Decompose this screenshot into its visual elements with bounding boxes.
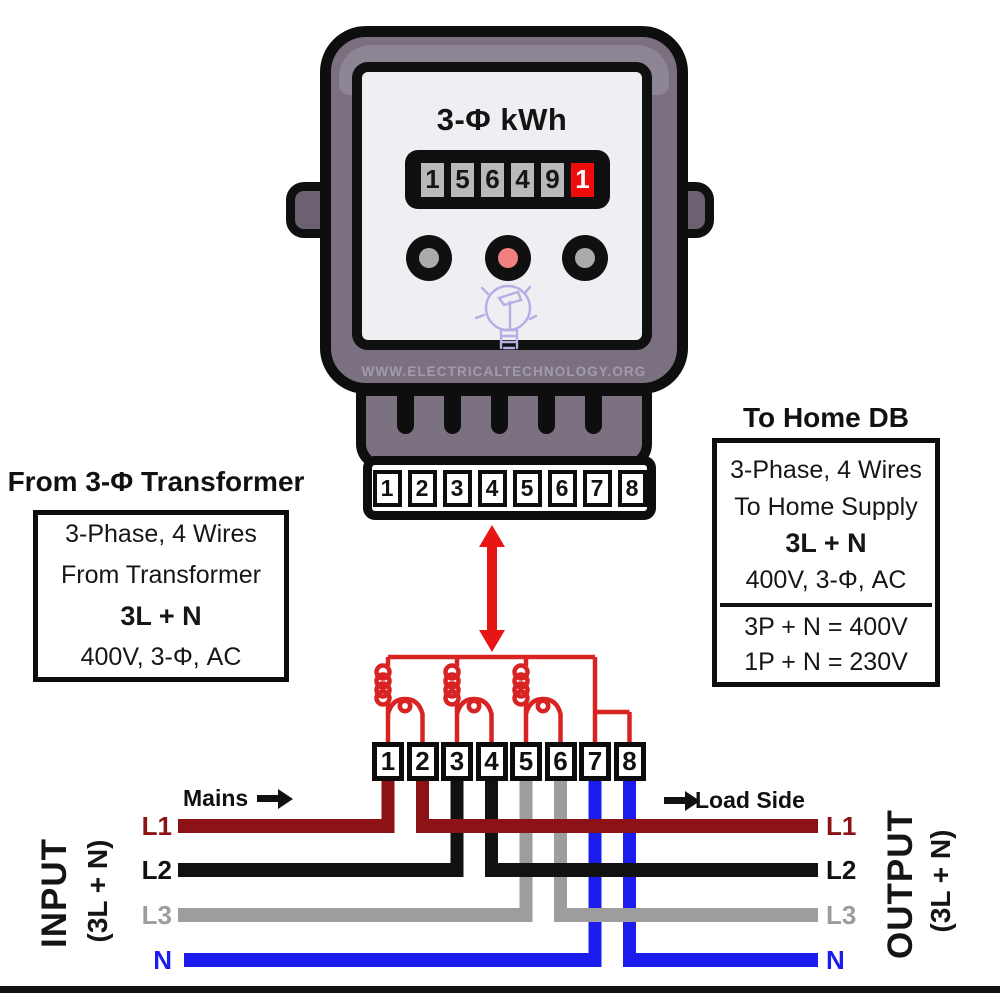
load-side-text: Load Side xyxy=(695,787,805,813)
right-arrow-icon xyxy=(664,790,700,811)
input-wire-label-l2: L2 xyxy=(141,855,172,885)
register-digit-tenths: 1 xyxy=(571,162,594,197)
meter-terminal: 5 xyxy=(512,469,542,507)
meter-title: 3-Φ kWh xyxy=(436,102,568,137)
source-info-box: 3-Phase, 4 Wires From Transformer 3L + N… xyxy=(33,510,289,682)
bottom-border-bar xyxy=(0,986,1000,993)
load-line: 3L + N xyxy=(785,528,867,558)
load-heading: To Home DB xyxy=(743,402,909,433)
meter-terminal-strip: 1 2 3 4 5 6 7 8 xyxy=(363,456,656,520)
load-line: To Home Supply xyxy=(734,492,918,521)
wiring-terminal-2: 2 xyxy=(406,742,439,781)
source-line: From Transformer xyxy=(60,561,262,589)
meter-seal-knob-left xyxy=(406,235,452,281)
mains-text: Mains xyxy=(183,785,249,811)
supply-load-wires xyxy=(178,765,818,967)
meter-terminal: 3 xyxy=(442,469,472,507)
register-digit: 5 xyxy=(451,162,474,197)
meter-face: 3-Φ kWh 1 5 6 4 9 1 xyxy=(352,62,652,350)
right-arrow-icon xyxy=(257,788,294,809)
output-subtitle: (3L + N) xyxy=(925,829,956,933)
meter-terminal: 4 xyxy=(477,469,507,507)
output-wire-label-n: N xyxy=(826,945,845,975)
meter-coil-circuit xyxy=(374,654,632,748)
input-wire-label-n: N xyxy=(153,945,172,975)
input-wire-label-l3: L3 xyxy=(141,900,172,930)
lightbulb-watermark-icon xyxy=(474,284,538,350)
source-line: 3-Phase, 4 Wires xyxy=(65,520,257,548)
load-line: 400V, 3-Φ, AC xyxy=(745,565,907,594)
cover-slot xyxy=(397,392,414,434)
source-heading: From 3-Φ Transformer xyxy=(7,466,305,497)
output-wire-label-l3: L3 xyxy=(826,900,857,930)
register-digit: 1 xyxy=(421,162,444,197)
meter-terminal: 1 xyxy=(372,469,402,507)
cover-slot xyxy=(538,392,555,434)
wiring-terminal-3: 3 xyxy=(441,742,473,781)
source-line: 400V, 3-Φ, AC xyxy=(80,643,242,671)
output-title: OUTPUT xyxy=(881,809,920,959)
meter-body: 3-Φ kWh 1 5 6 4 9 1 xyxy=(320,26,688,394)
wiring-terminal-4: 4 xyxy=(475,742,508,781)
cover-slot xyxy=(585,392,602,434)
register-digit: 9 xyxy=(541,162,564,197)
website-watermark: WWW.ELECTRICALTECHNOLOGY.ORG xyxy=(361,364,647,379)
input-wire-label-l1: L1 xyxy=(141,811,172,841)
voltage-line: 1P + N = 230V xyxy=(744,648,908,676)
voltage-divider-rule xyxy=(720,603,932,607)
cover-slot xyxy=(491,392,508,434)
meter-terminal: 7 xyxy=(582,469,612,507)
load-side-label: Load Side xyxy=(664,787,805,814)
wiring-terminal-5: 5 xyxy=(510,742,542,781)
wiring-terminal-1: 1 xyxy=(372,742,404,781)
voltage-line: 3P + N = 400V xyxy=(744,613,908,641)
meter-terminal: 6 xyxy=(547,469,577,507)
output-wire-label-l1: L1 xyxy=(826,811,857,841)
register-digit: 6 xyxy=(481,162,504,197)
wiring-terminal-6: 6 xyxy=(544,742,577,781)
connection-arrow-icon xyxy=(479,525,505,652)
meter-register-display: 1 5 6 4 9 1 xyxy=(405,150,610,209)
meter-terminal: 8 xyxy=(617,469,647,507)
wiring-terminal-7: 7 xyxy=(579,742,611,781)
meter-terminal: 2 xyxy=(407,469,437,507)
output-wire-label-l2: L2 xyxy=(826,855,857,885)
register-digit: 4 xyxy=(511,162,534,197)
cover-slot xyxy=(444,392,461,434)
load-line: 3-Phase, 4 Wires xyxy=(730,456,922,484)
input-title: INPUT xyxy=(35,838,74,948)
mains-label: Mains xyxy=(183,785,294,812)
meter-seal-knob-center xyxy=(485,235,531,281)
source-line: 3L + N xyxy=(120,601,202,631)
load-info-box: 3-Phase, 4 Wires To Home Supply 3L + N 4… xyxy=(712,438,940,687)
wiring-terminal-8: 8 xyxy=(613,742,646,781)
input-subtitle: (3L + N) xyxy=(82,839,113,943)
meter-seal-knob-right xyxy=(562,235,608,281)
